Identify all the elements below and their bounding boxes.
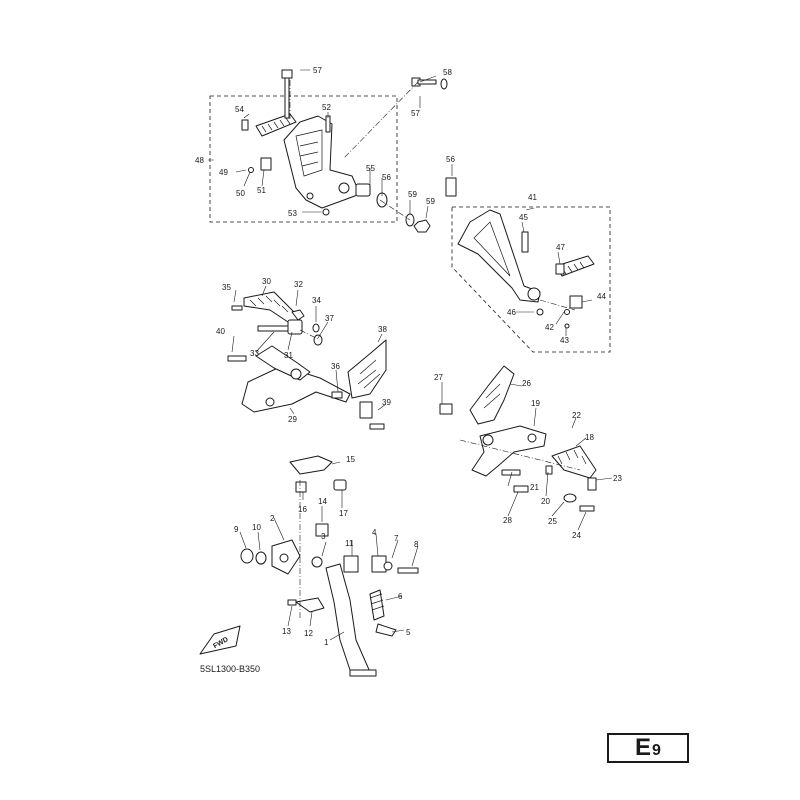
- callout-57-mid: 56: [446, 155, 455, 164]
- callout-8: 8: [414, 540, 419, 549]
- fwd-arrow: [199, 625, 241, 655]
- sidestand: [287, 555, 377, 677]
- callout-44: 44: [597, 292, 606, 301]
- callout-29: 29: [288, 415, 297, 424]
- callout-43: 43: [560, 336, 569, 345]
- callout-28: 28: [503, 516, 512, 525]
- rear-footrest-bracket-left: [283, 115, 361, 209]
- callout-26: 26: [522, 379, 531, 388]
- callout-41: 41: [528, 193, 537, 202]
- callout-47: 47: [556, 243, 565, 252]
- callout-45: 45: [519, 213, 528, 222]
- callout-22: 22: [572, 411, 581, 420]
- callout-4: 4: [372, 528, 377, 537]
- callout-20: 20: [541, 497, 550, 506]
- callout-30: 30: [262, 277, 271, 286]
- callout-60: 59: [426, 197, 435, 206]
- callout-50: 50: [236, 189, 245, 198]
- callout-38: 38: [378, 325, 387, 334]
- callout-58: 57: [411, 109, 420, 118]
- callout-27: 27: [434, 373, 443, 382]
- callout-3: 3: [321, 532, 326, 541]
- callout-24: 24: [572, 531, 581, 540]
- callout-14: 14: [318, 497, 327, 506]
- callout-59-top: 58: [443, 68, 452, 77]
- callout-57-top: 57: [313, 66, 322, 75]
- callout-55: 55: [366, 164, 375, 173]
- callout-12: 12: [304, 629, 313, 638]
- heel-guard-left: [331, 339, 387, 430]
- callout-2: 2: [270, 514, 275, 523]
- callout-7: 7: [394, 534, 399, 543]
- page-badge: E 9: [607, 733, 689, 763]
- assembly-box-41: [451, 206, 611, 353]
- callout-48: 48: [195, 156, 204, 165]
- callout-34: 34: [312, 296, 321, 305]
- callout-1: 1: [324, 638, 329, 647]
- callout-16: 16: [298, 505, 307, 514]
- callout-13: 13: [282, 627, 291, 636]
- callout-56: 56: [382, 173, 391, 182]
- callout-39: 39: [382, 398, 391, 407]
- callout-19: 19: [531, 399, 540, 408]
- callout-54: 54: [235, 105, 244, 114]
- rear-footpeg-left: [255, 113, 297, 137]
- callout-35: 35: [222, 283, 231, 292]
- sidestand-bracket: [240, 455, 347, 575]
- callout-46: 46: [507, 308, 516, 317]
- callout-49: 49: [219, 168, 228, 177]
- rear-footrest-bracket-right: [445, 177, 541, 303]
- front-footpeg-right: [551, 445, 597, 512]
- diagram-reference-code: 5SL1300-B350: [200, 664, 261, 674]
- callout-10: 10: [252, 523, 261, 532]
- callout-36: 36: [331, 362, 340, 371]
- front-footrest-bracket-right: [471, 425, 553, 493]
- callout-5: 5: [406, 628, 411, 637]
- hardware-48: [241, 69, 448, 233]
- callout-31: 31: [284, 351, 293, 360]
- callout-17: 17: [339, 509, 348, 518]
- assembly-box-48: [209, 95, 398, 223]
- callout-51: 51: [257, 186, 266, 195]
- callout-21: 21: [530, 483, 539, 492]
- heel-guard-right: [439, 365, 515, 425]
- callout-6: 6: [398, 592, 403, 601]
- callout-53: 53: [288, 209, 297, 218]
- callout-32: 32: [294, 280, 303, 289]
- callout-9: 9: [234, 525, 239, 534]
- callout-11: 11: [345, 539, 354, 548]
- callout-25: 25: [548, 517, 557, 526]
- callout-52: 52: [322, 103, 331, 112]
- callout-37: 37: [325, 314, 334, 323]
- callout-59-mid: 59: [408, 190, 417, 199]
- callout-40: 40: [216, 327, 225, 336]
- front-footrest-bracket-left: [227, 345, 351, 413]
- sidestand-spring: [369, 555, 419, 637]
- callout-18: 18: [585, 433, 594, 442]
- front-footpeg-left: [231, 291, 323, 346]
- callout-15: 15: [346, 455, 355, 464]
- page-badge-letter: E: [635, 734, 652, 761]
- callout-33: 33: [250, 349, 259, 358]
- page-badge-number: 9: [652, 742, 661, 759]
- callout-42: 42: [545, 323, 554, 332]
- callout-23: 23: [613, 474, 622, 483]
- rear-footpeg-right: [521, 231, 595, 329]
